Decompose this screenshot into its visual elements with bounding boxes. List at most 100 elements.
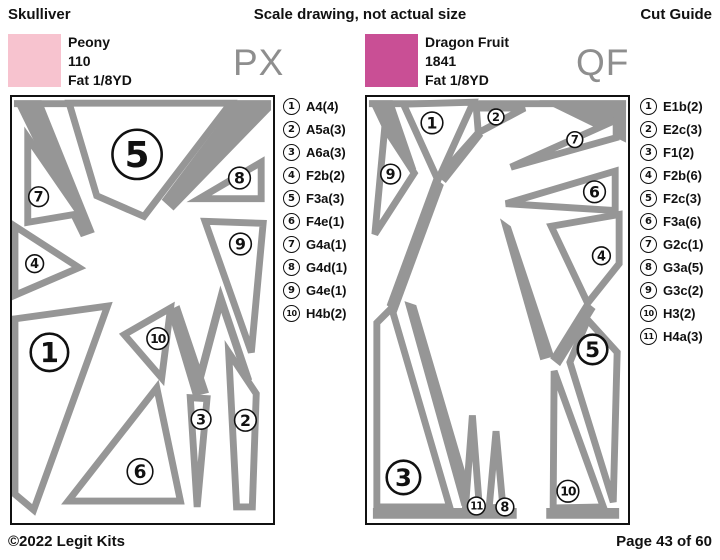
fabric-info-peony: Peony 110 Fat 1/8YD [68,33,132,90]
piece-number-badge: 5 [283,190,300,207]
fabric-info-dragon-fruit: Dragon Fruit 1841 Fat 1/8YD [425,33,509,90]
fabric-piece-shape [12,220,87,301]
piece-code-label: F3a(6) [663,214,702,229]
piece-divider-band [435,129,484,183]
piece-number-circle [385,459,422,496]
pattern-title: Skulliver [8,6,71,23]
fabric-swatch-peony [8,34,61,87]
piece-number-text: 4 [597,249,606,264]
fabric-cut: Fat 1/8YD [425,72,489,88]
piece-number-text: 10 [560,484,577,499]
piece-number-circle [111,128,163,181]
fabric-cut: Fat 1/8YD [68,72,132,88]
piece-code-label: E1b(2) [663,99,703,114]
piece-code-label: F2b(6) [663,168,702,183]
fabric-number: 110 [68,53,91,69]
fabric-piece-shape [461,415,483,511]
fabric-piece-shape [61,379,185,505]
piece-list-item: 2 A5a(3) [283,118,347,141]
piece-code-label: H4b(2) [306,306,347,321]
piece-code-label: G3a(5) [663,260,704,275]
piece-number-text: 3 [196,412,206,428]
piece-number-text: 8 [234,169,245,188]
fabric-piece-shape [509,114,620,171]
piece-number-text: 9 [235,235,246,254]
piece-number-text: 2 [240,411,251,430]
piece-number-badge: 6 [640,213,657,230]
piece-list-item: 4 F2b(6) [640,164,703,187]
piece-code-label: A5a(3) [306,122,346,137]
piece-number-text: 4 [30,257,39,272]
piece-number-text: 6 [589,182,600,201]
piece-code-label: G3c(2) [663,283,704,298]
piece-number-badge: 5 [640,190,657,207]
fabric-piece-shape [546,210,623,310]
scale-note: Scale drawing, not actual size [253,6,467,23]
piece-code-label: G4a(1) [306,237,347,252]
fabric-number: 1841 [425,53,457,69]
piece-list-item: 1 A4(4) [283,95,347,118]
piece-number-circle [228,232,253,256]
piece-number-text: 5 [125,135,150,176]
piece-list-item: 6 F3a(6) [640,210,703,233]
piece-number-circle [146,326,170,351]
piece-list-item: 5 F2c(3) [640,187,703,210]
piece-number-badge: 9 [283,282,300,299]
piece-number-circle [566,130,584,149]
piece-number-circle [495,497,515,517]
piece-list-item: 9 G4e(1) [283,279,347,302]
piece-divider-band [499,218,555,361]
page-number: Page 43 of 60 [616,533,712,550]
fabric-piece-shape [566,313,621,504]
piece-number-text: 11 [470,502,483,513]
piece-number-circle [380,163,402,185]
piece-code-label: A4(4) [306,99,339,114]
piece-number-circle [591,246,612,266]
piece-code-label: H4a(3) [663,329,703,344]
piece-number-badge: 3 [640,144,657,161]
piece-number-badge: 1 [283,98,300,115]
piece-code-label: F2c(3) [663,191,702,206]
piece-number-circle [576,333,609,366]
piece-number-text: 5 [585,338,600,363]
fabric-piece-shape [485,430,507,512]
piece-number-badge: 8 [283,259,300,276]
piece-number-circle [190,408,212,430]
fabric-name: Dragon Fruit [425,34,509,50]
piece-number-circle [487,108,505,126]
piece-divider-band [167,305,209,397]
piece-number-circle [227,166,252,190]
panel-code-qf: QF [576,42,630,83]
piece-number-text: 3 [395,463,412,492]
piece-number-circle [233,408,258,432]
piece-number-badge: 10 [640,305,657,322]
piece-number-badge: 2 [283,121,300,138]
piece-number-text: 7 [571,133,579,147]
piece-number-badge: 9 [640,282,657,299]
piece-number-text: 8 [500,500,509,515]
piece-divider-band [404,301,476,506]
piece-code-label: G4e(1) [306,283,347,298]
piece-number-badge: 2 [640,121,657,138]
piece-number-badge: 4 [640,167,657,184]
piece-number-text: 7 [34,190,44,206]
piece-number-badge: 10 [283,305,300,322]
copyright-text: ©2022 Legit Kits [8,533,125,550]
fabric-piece-shape [200,217,267,354]
piece-number-text: 10 [150,331,167,346]
piece-code-label: A6a(3) [306,145,346,160]
piece-number-circle [556,479,580,503]
piece-number-badge: 7 [640,236,657,253]
